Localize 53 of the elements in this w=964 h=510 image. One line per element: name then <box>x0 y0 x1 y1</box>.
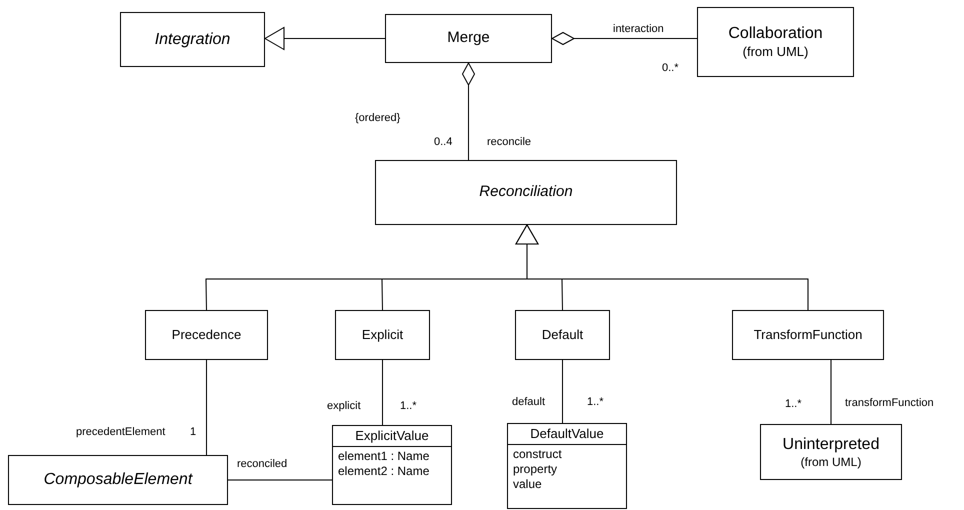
class-box <box>8 455 228 505</box>
class-name: Merge <box>446 29 491 48</box>
class-box <box>385 14 552 63</box>
association-line <box>562 360 563 424</box>
aggregation-line <box>552 32 698 45</box>
role-label: reconciled <box>237 458 288 471</box>
role-label: precedentElement <box>76 426 166 439</box>
class-box <box>375 160 677 225</box>
class-name: Uninterpreted <box>782 434 880 454</box>
class-box <box>732 310 884 360</box>
role-label: transformFunction <box>845 397 934 410</box>
role-label: {ordered} <box>355 112 400 125</box>
class-name: TransformFunction <box>752 326 864 344</box>
class-attribute: element1 : Name <box>338 449 430 464</box>
class-attribute: property <box>513 462 558 477</box>
role-label: interaction <box>613 23 664 36</box>
association-line <box>382 360 383 426</box>
class-attribute: value <box>513 477 543 492</box>
association-line <box>206 360 207 456</box>
role-label: explicit <box>327 400 361 413</box>
class-attribute: element2 : Name <box>338 464 430 479</box>
class-name: ComposableElement <box>42 470 194 490</box>
role-label: 1 <box>190 426 196 439</box>
package-note: (from UML) <box>800 454 862 470</box>
role-label: 0..* <box>662 62 679 75</box>
class-name: ExplicitValue <box>333 426 451 447</box>
package-note: (from UML) <box>742 44 810 60</box>
class-name: Integration <box>154 30 232 50</box>
class-name: DefaultValue <box>508 424 626 445</box>
role-label: default <box>512 396 546 409</box>
class-box <box>760 424 902 480</box>
role-label: 1..* <box>400 400 417 413</box>
class-box <box>145 310 268 360</box>
generalization-arrow <box>264 27 386 50</box>
class-box <box>507 423 627 509</box>
class-box <box>120 12 265 67</box>
role-label: 1..* <box>587 396 604 409</box>
role-label: reconcile <box>487 136 532 149</box>
role-label: 1..* <box>785 398 802 411</box>
generalization-arrow <box>516 224 808 310</box>
class-name: Precedence <box>170 326 242 344</box>
class-box <box>332 425 452 505</box>
association-line <box>830 360 832 424</box>
class-box <box>335 310 430 360</box>
class-name: Explicit <box>360 326 404 344</box>
class-name: Collaboration <box>727 24 824 44</box>
class-name: Reconciliation <box>478 183 574 202</box>
class-box <box>515 310 610 360</box>
role-label: 0..4 <box>434 136 452 149</box>
class-box <box>697 7 854 77</box>
aggregation-line <box>462 62 475 160</box>
class-attribute: construct <box>513 447 563 462</box>
class-name: Default <box>540 326 584 344</box>
